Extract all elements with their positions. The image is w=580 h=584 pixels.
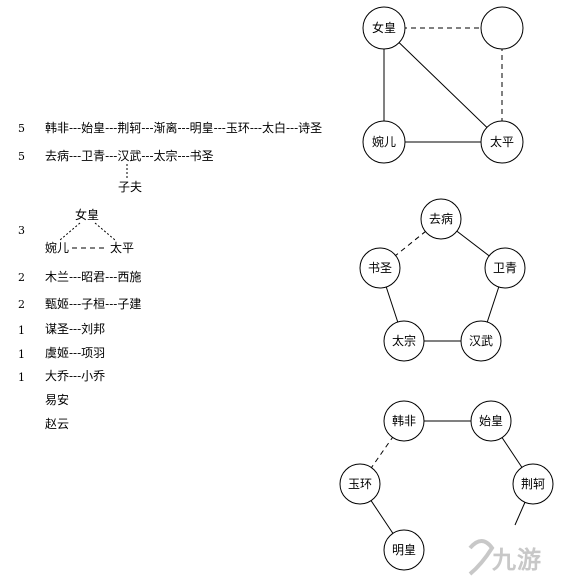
relation-chain: 大乔---小乔 xyxy=(45,369,106,383)
node-label: 太宗 xyxy=(392,333,416,348)
node-label: 去病 xyxy=(429,211,453,226)
node-label: 婉儿 xyxy=(372,134,396,149)
node-label: 荆轲 xyxy=(521,477,545,491)
relation-chain: 甄姬---子桓---子建 xyxy=(45,297,142,311)
node-label: 玉环 xyxy=(348,477,372,491)
node-circle xyxy=(460,320,502,362)
node-circle xyxy=(383,529,425,571)
node-label: 明皇 xyxy=(392,543,416,557)
node-circle xyxy=(470,400,512,442)
relation-chain: 虞姬---项羽 xyxy=(45,346,106,360)
row-count: 2 xyxy=(18,298,25,311)
node-circle xyxy=(480,120,524,164)
node-circle xyxy=(359,247,401,289)
relation-single: 赵云 xyxy=(45,417,70,431)
node-circle xyxy=(484,247,526,289)
tri-left: 婉儿 xyxy=(45,241,70,255)
relation-chain: 谋圣---刘邦 xyxy=(45,322,106,336)
graph-2: 去病 卫青 汉武 太宗 书圣 xyxy=(359,198,526,362)
node-circle xyxy=(339,463,381,505)
tri-connector-left xyxy=(59,222,81,241)
node-label: 韩非 xyxy=(392,413,416,428)
relation-single: 易安 xyxy=(45,393,70,407)
row-count: 1 xyxy=(18,371,25,384)
watermark-text: 九游 xyxy=(492,546,542,574)
tri-connector-right xyxy=(94,222,116,241)
row-count: 5 xyxy=(18,122,25,135)
node-circle xyxy=(512,463,554,505)
row-count: 1 xyxy=(18,324,25,337)
node-label: 书圣 xyxy=(368,261,392,275)
edge xyxy=(383,27,503,143)
graph-3: 韩非 始皇 荆轲 明皇 玉环 xyxy=(339,400,554,571)
node-circle-empty xyxy=(480,6,524,50)
relation-branch: 子夫 xyxy=(118,180,143,194)
node-label: 太平 xyxy=(490,134,514,149)
relation-chain: 去病---卫青---汉武---太宗---书圣 xyxy=(45,149,214,163)
node-circle xyxy=(362,120,406,164)
node-circle xyxy=(420,198,462,240)
node-label: 女皇 xyxy=(372,20,396,35)
row-count: 5 xyxy=(18,150,25,163)
relation-chain: 木兰---昭君---西施 xyxy=(45,270,142,284)
row-count: 1 xyxy=(18,348,25,361)
node-circle xyxy=(383,400,425,442)
graph-1: 女皇 婉儿 太平 xyxy=(362,6,524,164)
node-label: 卫青 xyxy=(493,261,517,275)
watermark-logo-icon xyxy=(468,539,495,576)
node-circle xyxy=(362,6,406,50)
node-label: 始皇 xyxy=(479,414,503,428)
tri-right: 太平 xyxy=(110,241,135,255)
tri-top: 女皇 xyxy=(75,208,100,222)
node-circle xyxy=(383,320,425,362)
row-count: 2 xyxy=(18,271,25,284)
relation-chain: 韩非---始皇---荆轲---渐离---明皇---玉环---太白---诗圣 xyxy=(45,121,323,135)
node-label: 汉武 xyxy=(469,334,493,348)
row-count: 3 xyxy=(18,224,25,237)
